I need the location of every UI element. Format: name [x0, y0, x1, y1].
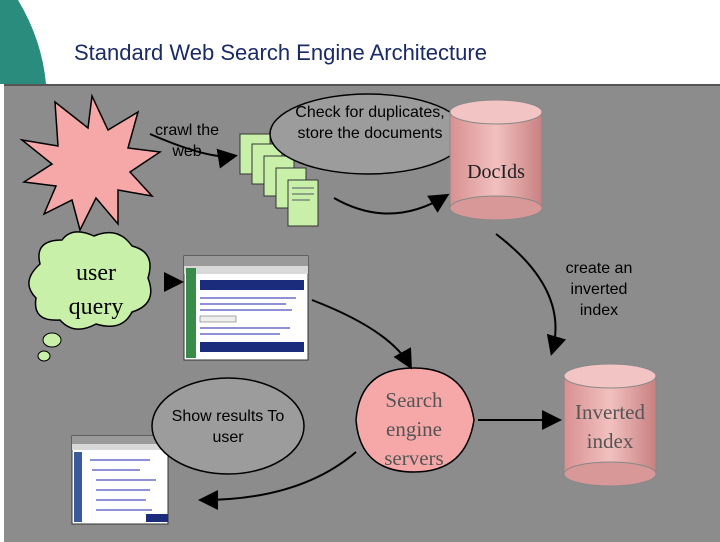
check-duplicates-label: Check for duplicates, store the document… [295, 104, 445, 142]
inverted-index-label: Inverted index [575, 400, 645, 453]
user-query-cloud [28, 231, 152, 362]
arrow-to-servers [311, 299, 412, 370]
corner-decoration [0, 0, 46, 84]
docids-label: DocIds [467, 161, 525, 183]
flow-arrows [149, 133, 567, 510]
document-stack-icon [239, 133, 319, 227]
crawl-label: crawl the web [154, 122, 220, 160]
page-title: Standard Web Search Engine Architecture [74, 40, 487, 65]
docids-cylinder [449, 99, 543, 221]
arrow-create-index [495, 233, 567, 356]
arrow-store-loop [333, 193, 450, 215]
search-servers-label: Search engine servers [384, 388, 444, 470]
inverted-index-cylinder [563, 363, 657, 487]
header: Standard Web Search Engine Architecture [0, 0, 720, 84]
results-page-screenshot [71, 435, 169, 525]
show-results-label: Show results To user [171, 408, 285, 446]
arrow-to-results [198, 451, 357, 510]
search-page-screenshot [183, 255, 309, 361]
search-servers-shape [355, 367, 475, 473]
user-query-label: user query [68, 260, 124, 320]
create-index-label: create an inverted index [565, 260, 633, 319]
web-starburst [19, 93, 163, 233]
show-results-ellipse [151, 377, 305, 475]
arrow-crawl [149, 133, 238, 169]
